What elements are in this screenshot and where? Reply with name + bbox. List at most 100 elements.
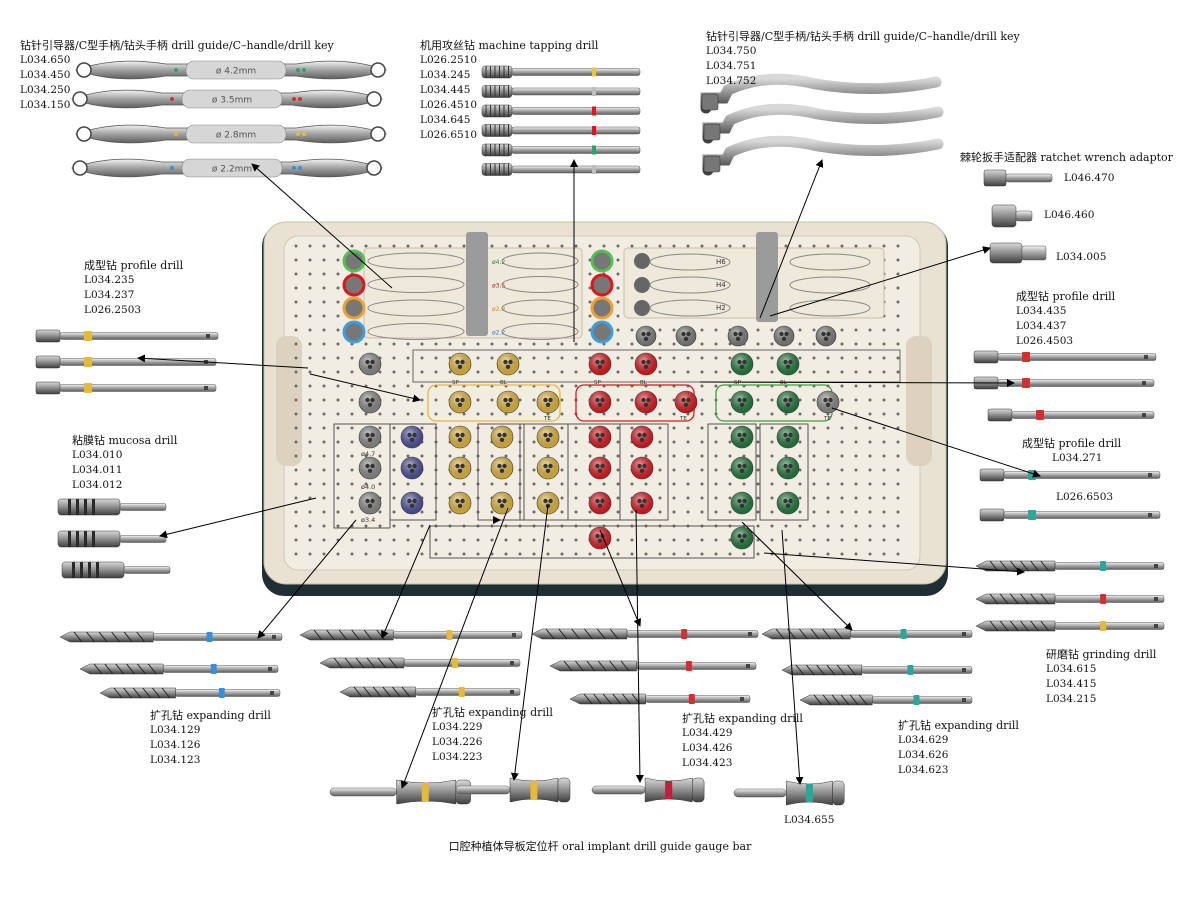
code: L034.751 — [706, 60, 757, 72]
stopper-hole — [783, 432, 788, 438]
profile-shank — [59, 332, 219, 340]
tray-hole — [770, 342, 774, 346]
tray-hole — [756, 552, 760, 556]
profile-head — [35, 329, 61, 343]
tray-hole — [322, 426, 326, 430]
profile-shank — [59, 358, 217, 366]
tray-hole — [882, 244, 886, 248]
tray-hole — [504, 552, 508, 556]
profile-shank — [1003, 471, 1161, 479]
tray-hole — [406, 524, 410, 528]
flute-groove — [999, 620, 1009, 632]
stopper-hole — [737, 498, 742, 504]
tray-hole — [840, 412, 844, 416]
color-ring — [84, 383, 92, 393]
tray-hole — [742, 412, 746, 416]
mucosa-groove — [76, 499, 79, 515]
drill-shank — [1054, 595, 1165, 603]
tray-hole — [574, 356, 578, 360]
drill-shank — [403, 659, 521, 667]
shank-notch — [1154, 597, 1158, 601]
profile-shank — [997, 353, 1157, 361]
stopper-hole — [737, 397, 742, 403]
tray-hole — [518, 342, 522, 346]
tray-hole — [896, 286, 900, 290]
flute-groove — [98, 631, 108, 643]
stopper-hole — [742, 498, 747, 504]
stopper-shine — [401, 492, 423, 514]
stopper-shine — [631, 457, 653, 479]
tray-hole — [658, 496, 662, 500]
tray-hole — [658, 552, 662, 556]
tray-hole — [378, 454, 382, 458]
bar-color-dot — [296, 132, 300, 136]
stopper-hole — [367, 437, 373, 442]
tray-hole — [364, 538, 368, 542]
tray-hole — [756, 482, 760, 486]
stopper-hole — [497, 432, 502, 438]
tray-hole — [770, 356, 774, 360]
mucosa-drill — [61, 561, 171, 579]
flute-groove — [86, 631, 95, 643]
stopper-hole — [686, 331, 691, 337]
stopper-hole — [828, 397, 833, 403]
tray-hole — [896, 440, 900, 444]
tray-hole — [350, 370, 354, 374]
flute-groove — [333, 657, 343, 669]
tray-hole — [462, 552, 466, 556]
stopper-hole — [412, 498, 417, 504]
drill-stopper — [536, 425, 560, 449]
label-title: 成型钻 profile drill — [1016, 290, 1116, 303]
tray-hole — [322, 398, 326, 402]
tray-hole — [616, 510, 620, 514]
stopper-hole — [412, 432, 417, 438]
tray-hole — [308, 286, 312, 290]
profile-drill — [35, 329, 219, 343]
label-title: 机用攻丝钻 machine tapping drill — [420, 39, 599, 52]
color-ring — [1028, 510, 1036, 520]
code: L034.226 — [432, 736, 483, 748]
stopper-hole — [545, 437, 551, 442]
tray-hole — [798, 440, 802, 444]
flute-groove — [840, 694, 850, 706]
stopper-hole — [641, 397, 646, 403]
tray-hole — [700, 328, 704, 332]
tray-hole — [588, 482, 592, 486]
gauge-pin — [591, 785, 646, 795]
tray-hole — [700, 468, 704, 472]
tray-hole — [686, 454, 690, 458]
tray-hole — [308, 412, 312, 416]
tray-row-mark: TE — [823, 416, 831, 422]
flute-groove — [583, 693, 593, 705]
guide-left-label: 钻针引导器/C型手柄/钻头手柄 drill guide/C–handle/dri… — [20, 38, 334, 113]
tray-hole — [840, 440, 844, 444]
stopper-hole — [643, 336, 649, 341]
stopper-shine — [777, 353, 799, 375]
gauge-bar — [591, 777, 705, 803]
code: L034.229 — [432, 721, 483, 733]
tray-hole — [462, 454, 466, 458]
code: L034.423 — [682, 757, 733, 769]
color-ring — [592, 126, 596, 135]
expanding-drill — [569, 693, 751, 705]
drill-guide-bar: ø 3.5mm — [70, 89, 384, 109]
profile-left-label: 成型钻 profile drill L034.235 L034.237 L026… — [84, 258, 183, 318]
color-ring — [685, 661, 692, 671]
label-title: 扩孔钻 expanding drill — [150, 709, 271, 722]
ratchet-label: 棘轮扳手适配器 ratchet wrench adaptor — [960, 150, 1173, 165]
tray-hole — [560, 370, 564, 374]
flute-groove — [1020, 620, 1029, 632]
tapping-drill — [481, 85, 641, 98]
tray-hole — [882, 482, 886, 486]
tray-hole — [406, 482, 410, 486]
flute-groove — [847, 664, 856, 676]
code: L034.215 — [1046, 693, 1097, 705]
code: L026.2503 — [84, 304, 142, 316]
stopper-hole — [365, 463, 370, 469]
tray-hole — [406, 454, 410, 458]
stopper-hole — [365, 498, 370, 504]
tray-hole — [826, 370, 830, 374]
tray-hole — [574, 384, 578, 388]
tray-hole — [854, 482, 858, 486]
shank-notch — [204, 386, 208, 390]
